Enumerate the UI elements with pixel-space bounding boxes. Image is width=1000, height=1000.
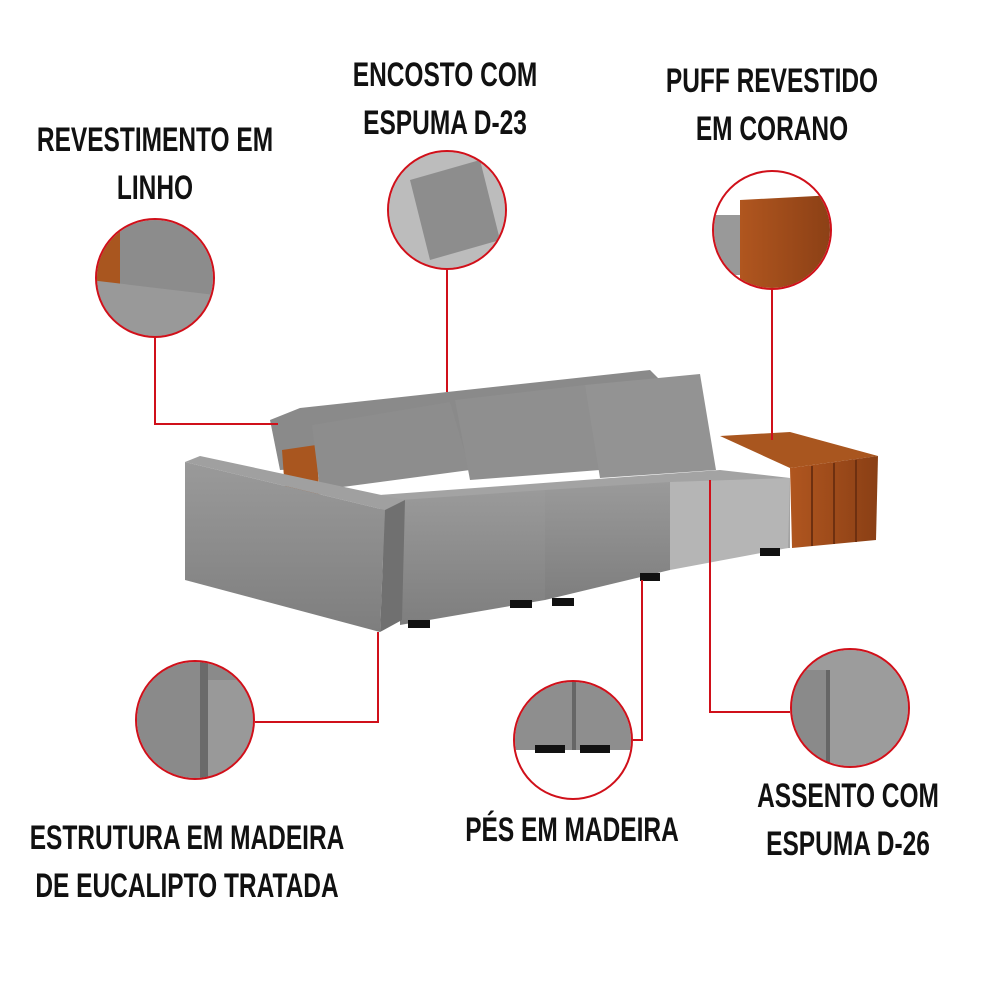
- sofa: [185, 370, 878, 632]
- label-pes: PÉS EM MADEIRA: [465, 806, 679, 854]
- callout-lines: [154, 270, 790, 741]
- label-line: ESTRUTURA EM MADEIRA: [29, 819, 345, 857]
- label-line: ENCOSTO COM: [352, 56, 538, 94]
- label-line: ASSENTO COM: [757, 777, 939, 815]
- label-puff: PUFF REVESTIDO EM CORANO: [666, 57, 878, 153]
- label-encosto: ENCOSTO COM ESPUMA D-23: [353, 51, 538, 147]
- label-line: LINHO: [116, 169, 194, 207]
- label-line: DE EUCALIPTO TRATADA: [35, 867, 339, 905]
- label-assento: ASSENTO COM ESPUMA D-26: [757, 772, 939, 868]
- label-line: PÉS EM MADEIRA: [465, 811, 679, 849]
- label-estrutura: ESTRUTURA EM MADEIRA DE EUCALIPTO TRATAD…: [30, 814, 345, 910]
- label-line: EM CORANO: [695, 110, 849, 148]
- label-revestimento: REVESTIMENTO EM LINHO: [37, 116, 273, 212]
- label-line: REVESTIMENTO EM: [36, 121, 274, 159]
- detail-circles: [95, 150, 910, 800]
- label-line: PUFF REVESTIDO: [665, 62, 879, 100]
- label-line: ESPUMA D-26: [766, 825, 930, 863]
- label-line: ESPUMA D-23: [363, 104, 527, 142]
